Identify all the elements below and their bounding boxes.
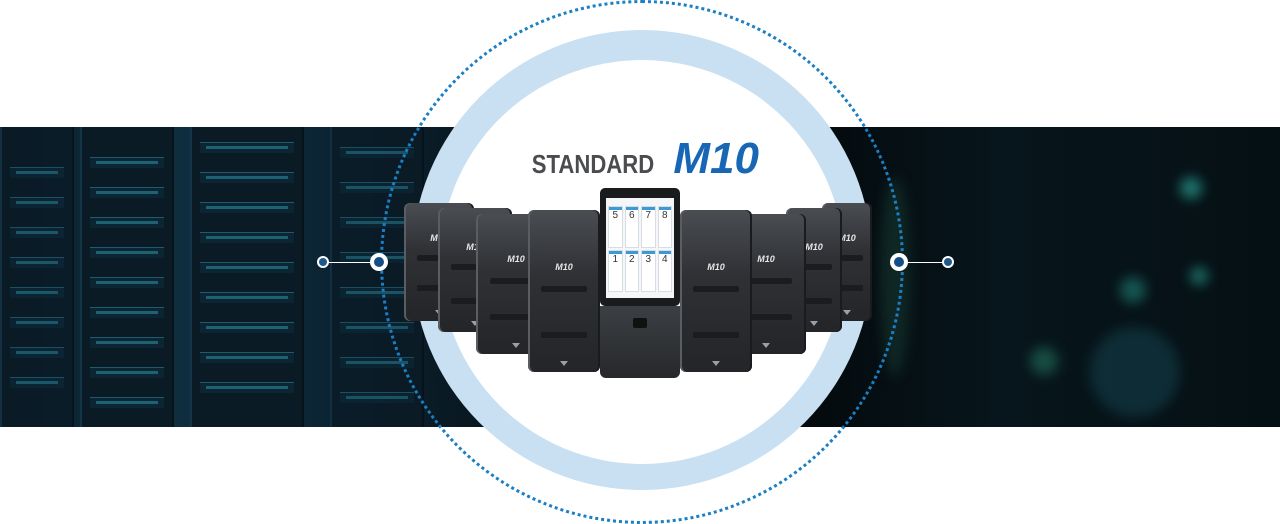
port-cell: 4	[657, 250, 672, 292]
touchscreen-frame: 5 6 7 8 1 2 3 4	[600, 188, 680, 306]
port-cell: 7	[641, 206, 656, 248]
title-model: M10	[673, 134, 759, 183]
m10-hub-device: 5 6 7 8 1 2 3 4	[600, 188, 680, 378]
light-glow	[1120, 277, 1146, 303]
light-glow	[1030, 347, 1058, 375]
m10-device: M10	[680, 210, 752, 372]
device-model-label: M10	[707, 262, 725, 272]
usb-port	[633, 318, 647, 328]
server-rack	[0, 127, 74, 427]
port-cell: 3	[641, 250, 656, 292]
product-title: STANDARD M10	[0, 134, 1280, 184]
connector-node-left	[370, 253, 388, 271]
connector-line-left	[323, 262, 379, 263]
connector-line-right	[900, 262, 948, 263]
server-rack	[190, 127, 304, 427]
connector-node-right-small	[942, 256, 954, 268]
server-rack	[80, 127, 174, 427]
port-cell: 2	[624, 250, 639, 292]
device-model-label: M10	[805, 242, 823, 252]
touchscreen: 5 6 7 8 1 2 3 4	[606, 198, 674, 298]
connector-node-left-small	[317, 256, 329, 268]
port-cell: 8	[657, 206, 672, 248]
port-cell: 6	[624, 206, 639, 248]
device-model-label: M10	[466, 242, 484, 252]
port-cell: 5	[608, 206, 623, 248]
light-glow	[1190, 267, 1208, 285]
device-model-label: M10	[757, 254, 775, 264]
device-model-label: M10	[555, 262, 573, 272]
m10-device: M10	[528, 210, 600, 372]
title-prefix: STANDARD	[531, 149, 655, 179]
device-model-label: M10	[838, 233, 856, 243]
light-glow	[1090, 327, 1180, 417]
port-cell: 1	[608, 250, 623, 292]
hub-base	[600, 306, 680, 378]
device-model-label: M10	[507, 254, 525, 264]
port-grid: 5 6 7 8 1 2 3 4	[608, 206, 672, 292]
connector-node-right	[890, 253, 908, 271]
light-glow	[1180, 177, 1202, 199]
